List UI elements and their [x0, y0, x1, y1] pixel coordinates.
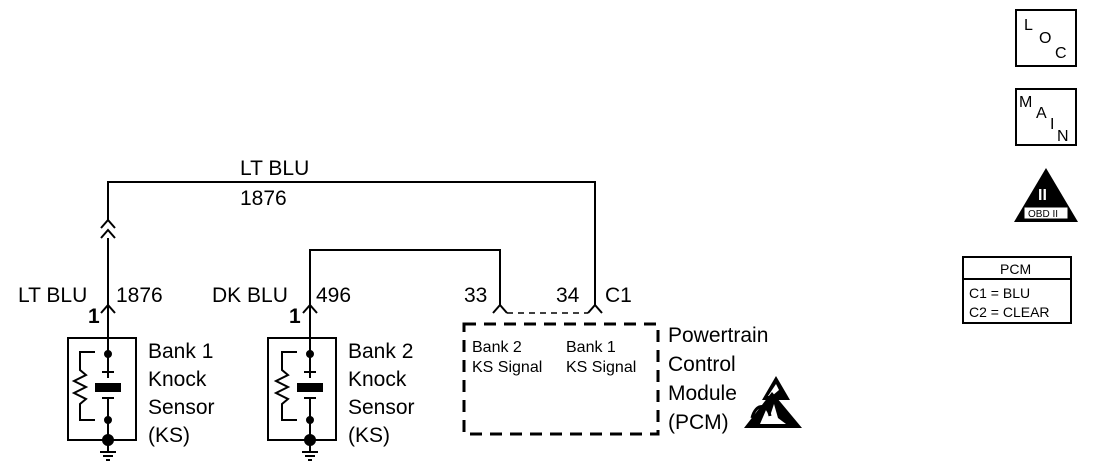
pcm-bank2-signal-line2: KS Signal — [472, 359, 542, 376]
wire-lt-blu-1876 — [107, 181, 596, 306]
obd-label: OBD II — [1028, 209, 1058, 220]
pcm-pin-34-label: 34 — [556, 284, 580, 307]
bank1-label-line4: (KS) — [148, 424, 190, 447]
sensor-pin-chevrons — [100, 303, 318, 338]
bank2-label-line1: Bank 2 — [348, 340, 413, 363]
lt-blu-left-color-label: LT BLU — [18, 284, 87, 307]
bank2-pin-label: 1 — [289, 305, 301, 328]
esd-warning-icon[interactable] — [762, 376, 790, 400]
pcm-connector-label: C1 — [605, 284, 632, 307]
pcm-module-box — [462, 322, 660, 436]
obd-ii-button[interactable]: II OBD II — [1014, 168, 1078, 222]
bank2-label-line2: Knock — [348, 368, 407, 391]
bank1-knock-sensor — [67, 337, 137, 461]
sensor-crystal-icon — [95, 338, 121, 440]
bank2-label-line3: Sensor — [348, 396, 415, 419]
obd-numeral: II — [1038, 187, 1047, 204]
ground-icon — [100, 434, 116, 461]
ground-icon — [302, 434, 318, 461]
bank1-label-line3: Sensor — [148, 396, 215, 419]
lt-blu-left-circuit-label: 1876 — [116, 284, 163, 307]
main-letter-i: I — [1050, 116, 1054, 133]
legend-row-c2: C2 = CLEAR — [969, 304, 1050, 320]
bank2-knock-sensor — [267, 337, 337, 461]
pcm-label-line2: Control — [668, 353, 736, 376]
main-letter-a: A — [1036, 105, 1047, 122]
esd-hand-warning-icon[interactable] — [744, 392, 802, 428]
main-letter-m: M — [1019, 94, 1032, 111]
sensor-resistor-icon — [273, 351, 297, 421]
loc-letter-c: C — [1055, 45, 1067, 62]
pcm-bank1-signal-line2: KS Signal — [566, 359, 636, 376]
dk-blu-color-label: DK BLU — [212, 284, 288, 307]
loc-button[interactable]: L O C — [1015, 9, 1077, 67]
pcm-label-line1: Powertrain — [668, 324, 768, 347]
legend-title: PCM — [1000, 261, 1031, 277]
legend-row-c1: C1 = BLU — [969, 285, 1030, 301]
bank1-label-line2: Knock — [148, 368, 207, 391]
bank1-pin-label: 1 — [88, 305, 100, 328]
lt-blu-top-circuit-label: 1876 — [240, 187, 287, 210]
pcm-pin-chevrons — [492, 303, 603, 314]
main-button[interactable]: M A I N — [1015, 88, 1077, 146]
loc-letter-o: O — [1039, 30, 1051, 47]
sensor-crystal-icon — [297, 338, 323, 440]
bank2-label-line4: (KS) — [348, 424, 390, 447]
inline-connector-icon — [100, 218, 116, 239]
dk-blu-circuit-label: 496 — [316, 284, 351, 307]
bank1-label-line1: Bank 1 — [148, 340, 213, 363]
pcm-label-line4: (PCM) — [668, 411, 729, 434]
pcm-bank1-signal-line1: Bank 1 — [566, 339, 616, 356]
wire-dk-blu-496 — [309, 249, 501, 306]
lt-blu-top-color-label: LT BLU — [240, 157, 309, 180]
sensor-resistor-icon — [71, 351, 95, 421]
loc-letter-l: L — [1024, 17, 1033, 34]
pcm-connector-legend: PCM C1 = BLU C2 = CLEAR — [962, 256, 1072, 324]
pcm-bank2-signal-line1: Bank 2 — [472, 339, 522, 356]
pcm-label-line3: Module — [668, 382, 737, 405]
pcm-pin-33-label: 33 — [464, 284, 487, 307]
main-letter-n: N — [1057, 128, 1069, 145]
